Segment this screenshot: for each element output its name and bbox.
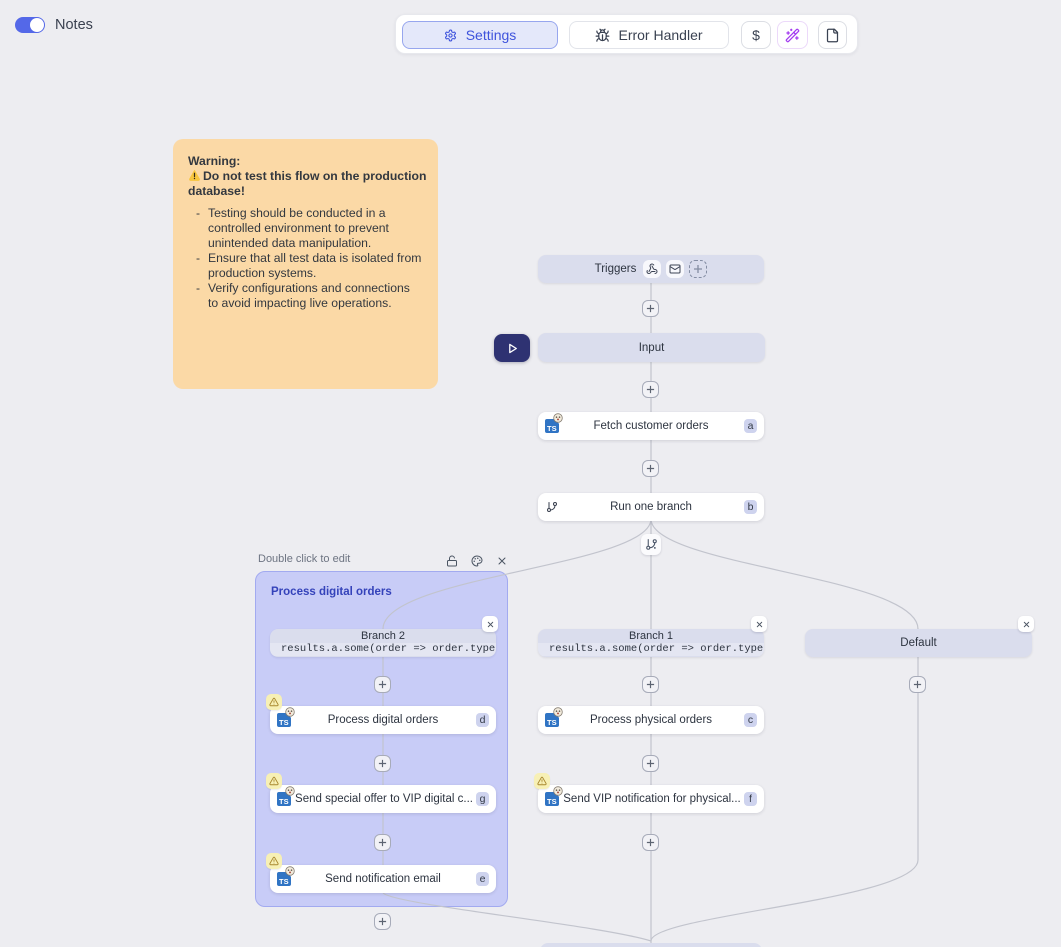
svg-text:TS: TS <box>279 877 289 886</box>
svg-text:TS: TS <box>547 797 557 806</box>
svg-text:TS: TS <box>547 718 557 727</box>
svg-text:TS: TS <box>547 424 557 433</box>
svg-text:TS: TS <box>279 718 289 727</box>
svg-text:TS: TS <box>279 797 289 806</box>
